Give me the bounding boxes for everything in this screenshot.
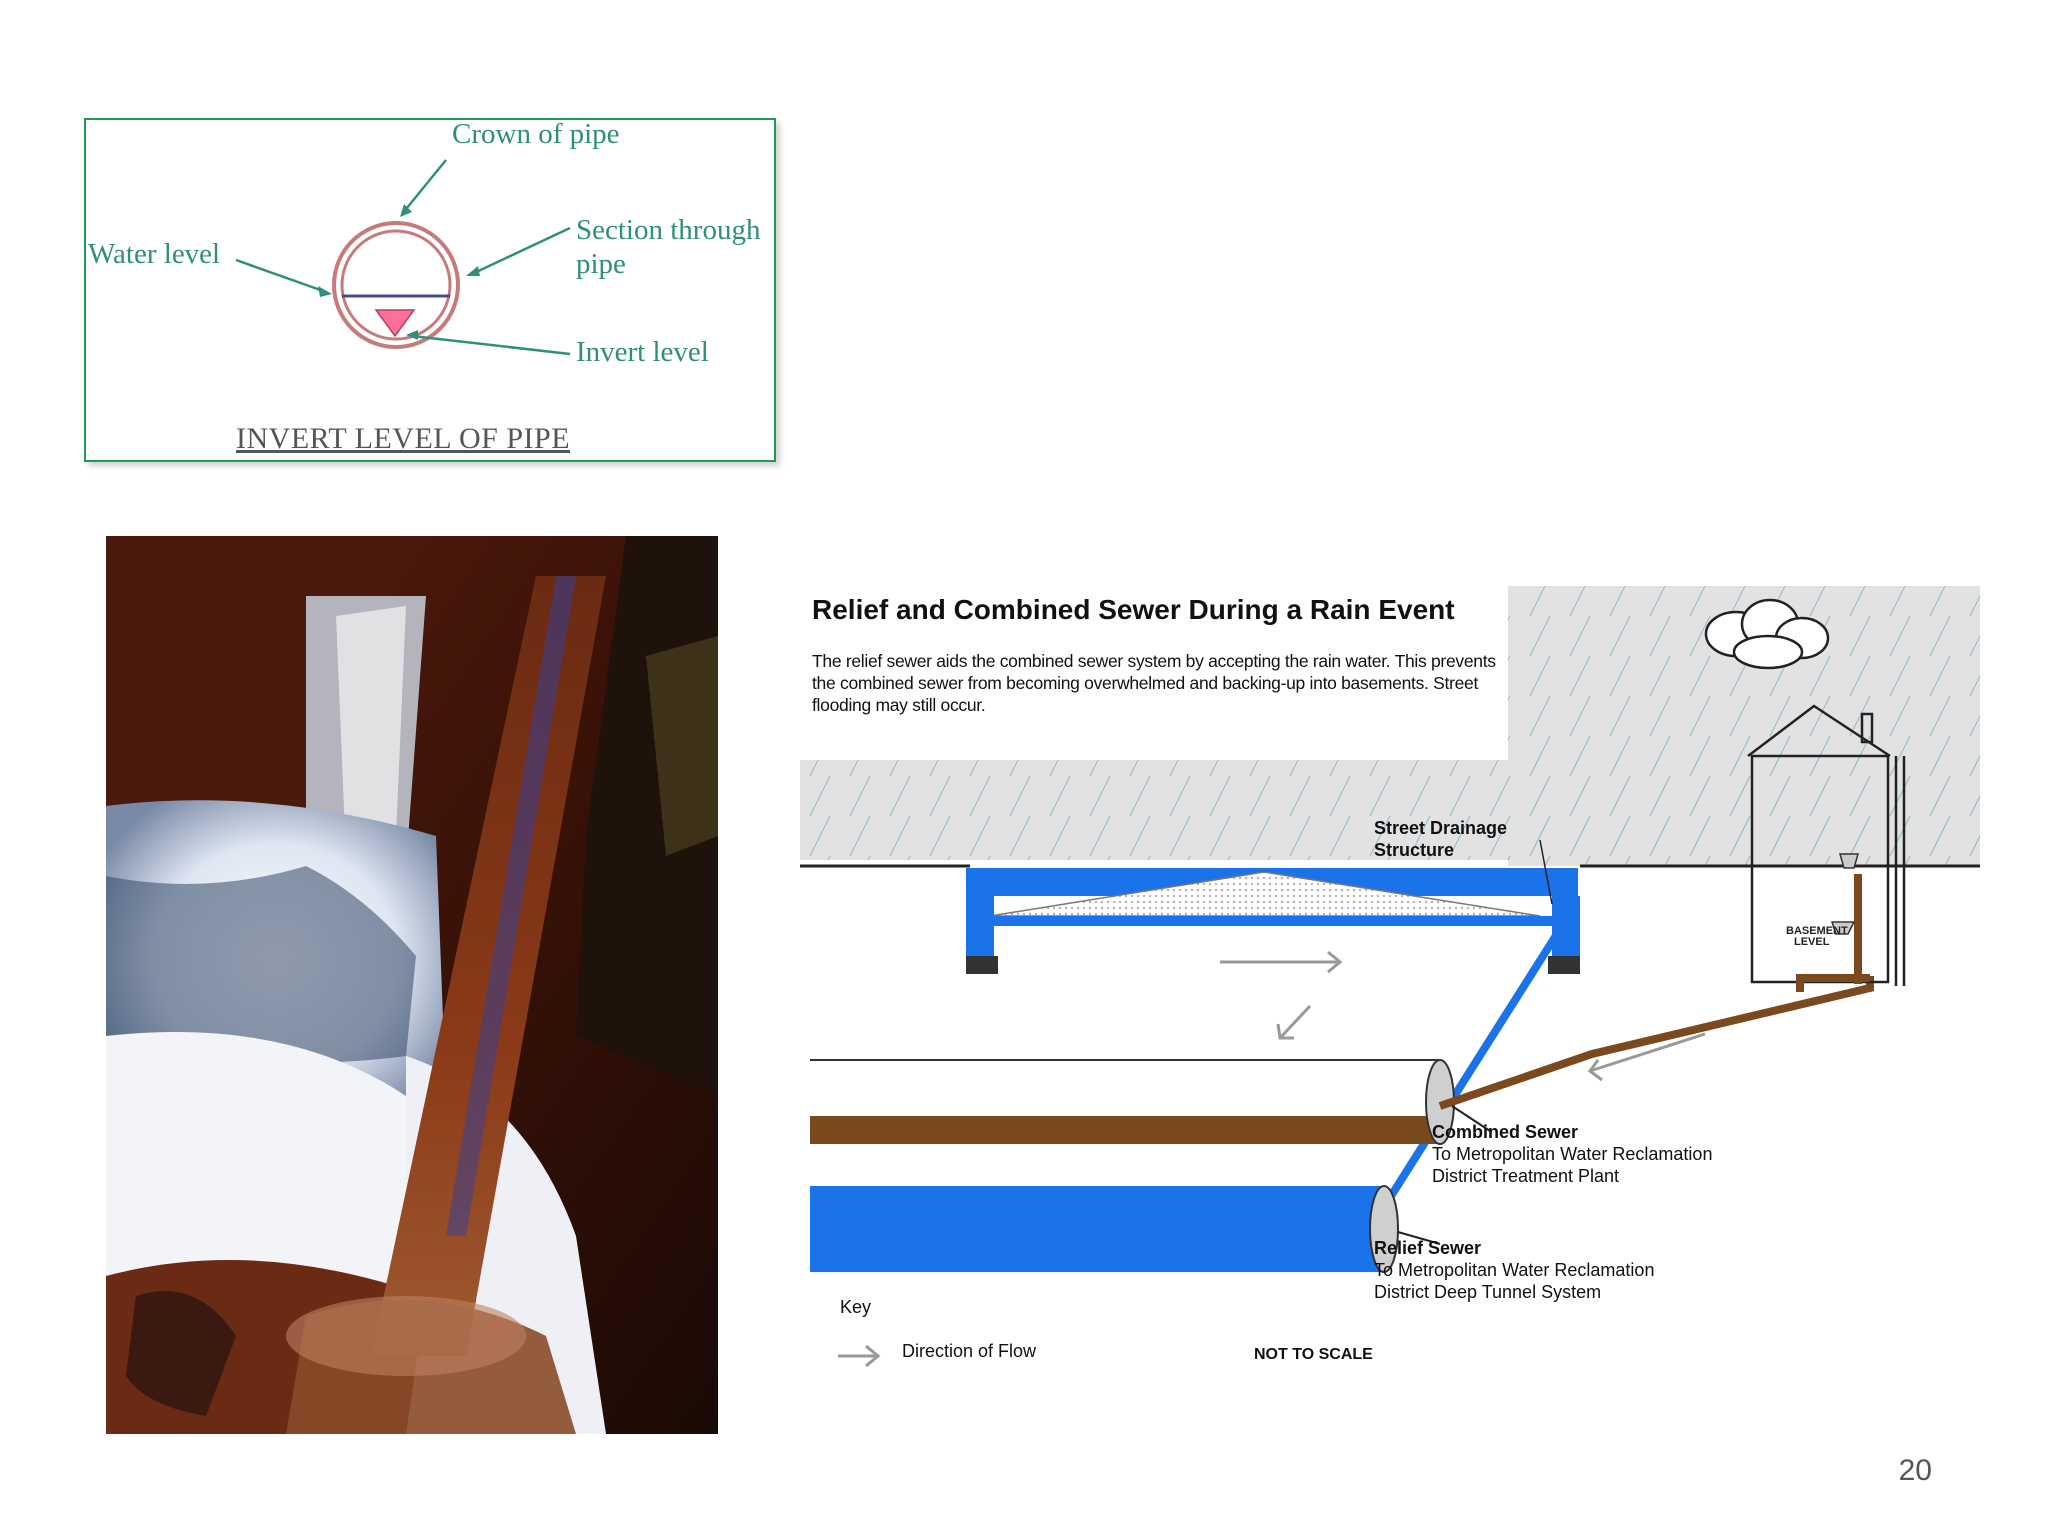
invert-caption: INVERT LEVEL OF PIPE [236,422,571,455]
key-label: Key [840,1297,872,1317]
sewer-diagram-description: The relief sewer aids the combined sewer… [812,651,1496,715]
direction-of-flow-label: Direction of Flow [902,1341,1037,1361]
combined-sewer-line-2: District Treatment Plant [1432,1166,1620,1186]
invert-level-diagram: Crown of pipe Water level Section throug… [84,118,776,462]
basement-label-1: BASEMENT [1786,925,1848,937]
water-level-label: Water level [88,238,221,270]
street-drainage-label-1: Street Drainage [1374,818,1508,838]
relief-sewer-line-1: To Metropolitan Water Reclamation [1374,1260,1655,1280]
crown-of-pipe-label: Crown of pipe [452,118,620,150]
section-pipe-label: pipe [576,248,626,280]
combined-sewer-label: Combined Sewer To Metropolitan Water Rec… [1432,1122,1712,1187]
sewer-outfall-photo [106,536,718,1434]
invert-level-label: Invert level [576,336,709,368]
cloud-icon [1704,598,1830,670]
sewer-cross-section-graphic [800,586,1980,1368]
combined-sewer-title: Combined Sewer [1432,1122,1579,1142]
relief-sewer-label: Relief Sewer To Metropolitan Water Recla… [1374,1238,1654,1303]
not-to-scale-note: NOT TO SCALE [1254,1346,1373,1363]
relief-sewer-title: Relief Sewer [1374,1238,1482,1258]
pipe-section-graphic [235,159,571,356]
sewer-rain-event-diagram [800,576,1980,1376]
street-drainage-label-2: Structure [1374,840,1455,860]
combined-sewer-line-1: To Metropolitan Water Reclamation [1432,1144,1713,1164]
sewer-diagram-title: Relief and Combined Sewer During a Rain … [812,594,1455,625]
basement-label-2: LEVEL [1794,936,1830,948]
relief-sewer-line-2: District Deep Tunnel System [1374,1282,1602,1302]
page-number: 20 [1898,1454,1932,1487]
basement-level-label: BASEMENT LEVEL [1786,926,1848,948]
section-through-label: Section through [576,214,761,246]
